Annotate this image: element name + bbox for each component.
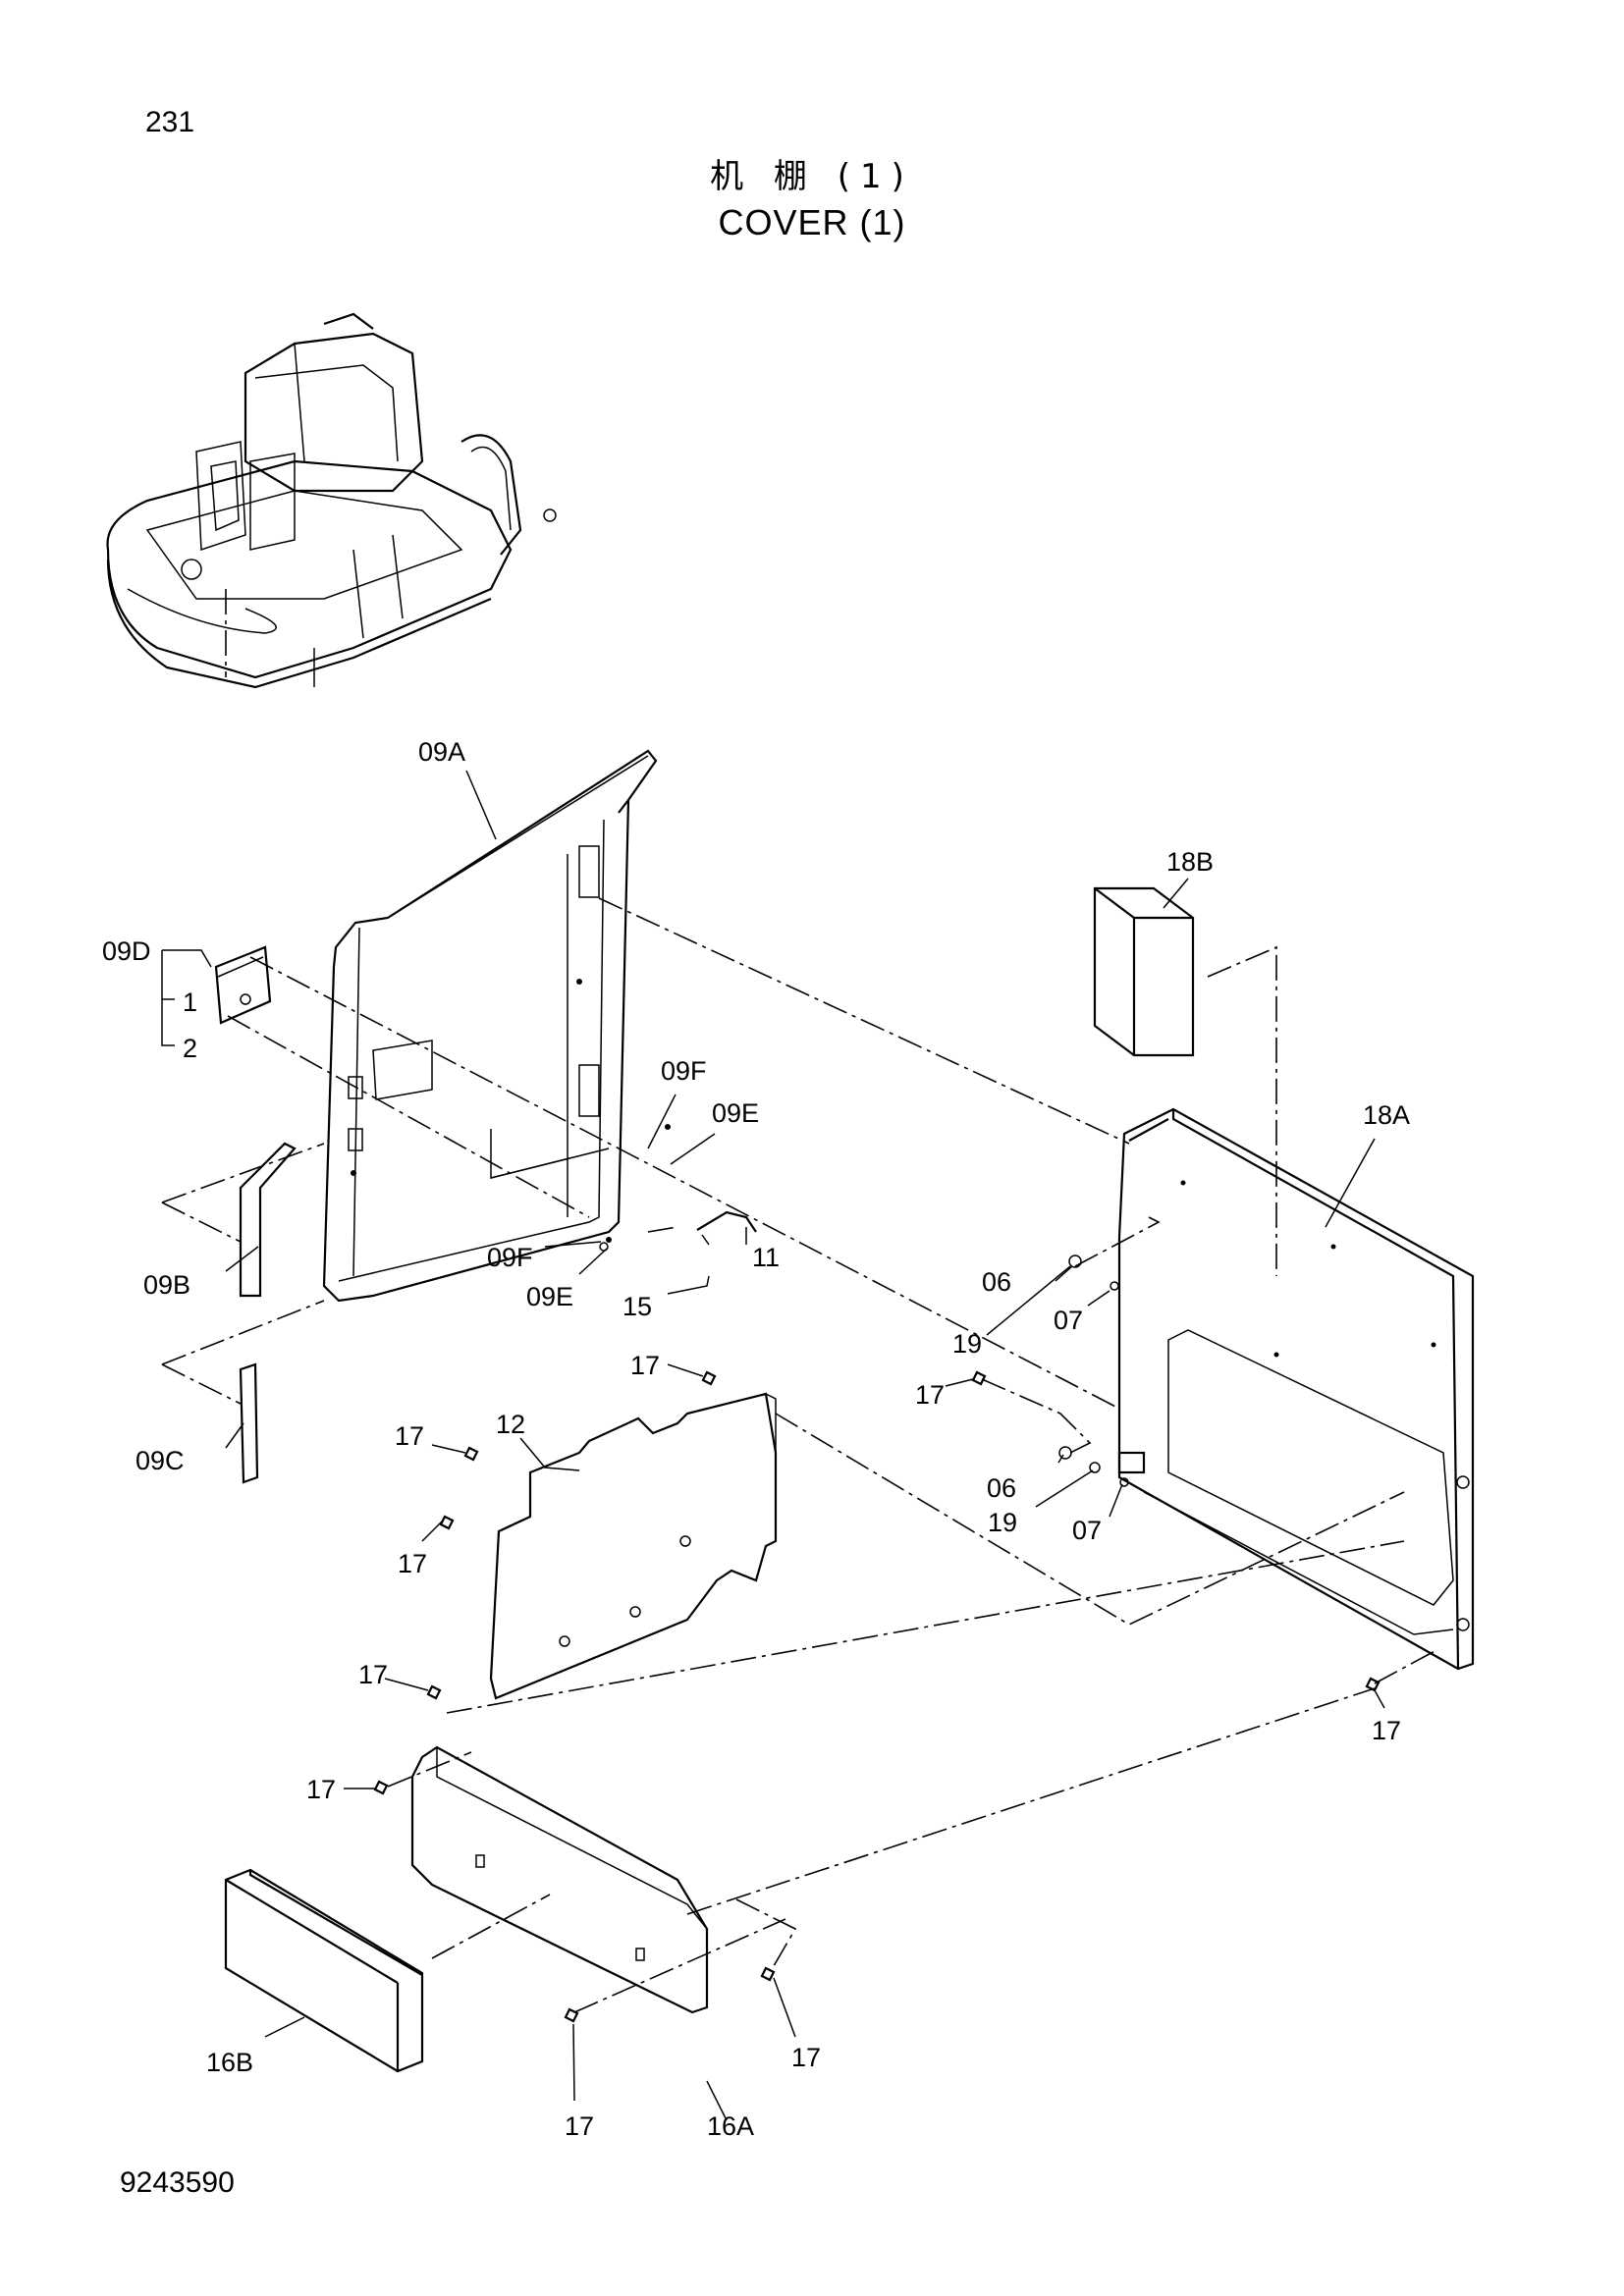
part-09D-bracket xyxy=(214,945,272,1025)
callout-17-d: 17 xyxy=(398,1549,427,1578)
part-16A-lower-panel xyxy=(410,1745,709,2014)
callout-19-top: 19 xyxy=(952,1329,982,1359)
callout-09D-2: 2 xyxy=(183,1034,197,1063)
callout-12: 12 xyxy=(496,1410,525,1439)
callout-19-bottom: 19 xyxy=(988,1508,1017,1537)
callout-18A: 18A xyxy=(1363,1100,1410,1130)
callout-09E-bottom: 09E xyxy=(526,1282,573,1311)
part-09A-front-frame xyxy=(322,749,658,1303)
callout-06-bottom: 06 xyxy=(987,1473,1016,1503)
document-id: 9243590 xyxy=(120,2166,235,2199)
part-11-bracket xyxy=(696,1210,757,1246)
bolt-hardware xyxy=(373,1124,1380,2023)
callout-09D-1: 1 xyxy=(183,988,197,1017)
part-09C-strip xyxy=(239,1362,259,1484)
callout-labels: 09A 18B 09D 1 2 09F 09E 18A 09F 09E 11 0… xyxy=(102,737,1410,2141)
callout-16B: 16B xyxy=(206,2048,253,2077)
callout-17-h: 17 xyxy=(791,2043,821,2072)
page-number: 231 xyxy=(145,106,195,138)
callout-17-e: 17 xyxy=(358,1660,388,1689)
assembly-dashed-lines xyxy=(161,897,1439,2013)
callout-09F-bottom: 09F xyxy=(487,1243,533,1272)
callout-07-bottom: 07 xyxy=(1072,1516,1102,1545)
callout-09A: 09A xyxy=(418,737,465,767)
part-18A-side-panel xyxy=(1117,1107,1475,1671)
leader-lines xyxy=(161,770,1385,2121)
callout-17-f: 17 xyxy=(1372,1716,1401,1745)
callout-09B: 09B xyxy=(143,1270,190,1300)
callout-06-top: 06 xyxy=(982,1267,1011,1297)
callout-17-c: 17 xyxy=(395,1421,424,1451)
callout-11: 11 xyxy=(752,1243,780,1272)
callout-17-i: 17 xyxy=(565,2111,594,2141)
callout-17-g: 17 xyxy=(306,1775,336,1804)
part-16B-pad xyxy=(224,1868,424,2073)
callout-09E-top: 09E xyxy=(712,1098,759,1128)
callout-07-top: 07 xyxy=(1054,1306,1083,1335)
title-chinese: 机 棚 (1) xyxy=(710,157,914,196)
callout-09F-top: 09F xyxy=(661,1056,707,1086)
part-09B-strip xyxy=(239,1142,297,1298)
callout-09D: 09D xyxy=(102,936,151,966)
callout-16A: 16A xyxy=(707,2111,754,2141)
part-18B-box xyxy=(1093,886,1195,1057)
callout-09C: 09C xyxy=(135,1446,185,1475)
callout-17-b: 17 xyxy=(915,1380,945,1410)
callout-17-a: 17 xyxy=(630,1351,660,1380)
excavator-overview-illustration xyxy=(106,312,557,689)
callout-15: 15 xyxy=(623,1292,652,1321)
part-12-plate xyxy=(489,1392,778,1700)
title-english: COVER (1) xyxy=(718,202,906,242)
callout-18B: 18B xyxy=(1166,847,1214,877)
